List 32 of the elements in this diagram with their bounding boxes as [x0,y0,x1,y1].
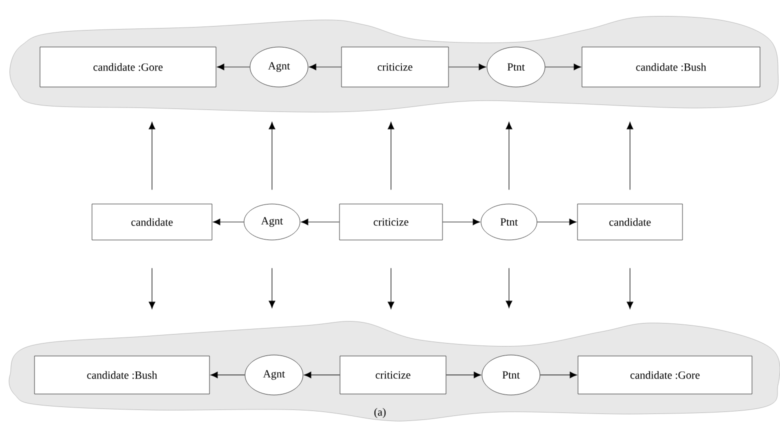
arrow [388,268,394,310]
arrow [388,122,394,190]
arrow [506,268,512,308]
concept-box: candidate :Bush [34,356,210,394]
arrow [506,122,512,190]
arrow [268,122,276,190]
arrow [544,64,582,70]
concept-box: criticize [340,356,446,394]
arrow [308,64,342,70]
arrow [540,372,578,378]
arrow [268,268,276,308]
concept-box: candidate :Gore [578,356,752,394]
concept-box: criticize [341,46,449,88]
concept-box: candidate [92,204,212,240]
arrow [300,218,340,226]
arrow [626,268,634,310]
arrow [446,372,482,378]
arrow [212,218,244,226]
concept-box: candidate :Bush [582,46,760,88]
concept-box: criticize [339,204,443,240]
arrow [216,64,250,70]
arrow [148,268,156,310]
arrow [536,218,577,226]
arrow [442,218,480,226]
concept-box: candidate :Gore [40,46,216,88]
arrow [448,64,486,70]
arrow [210,372,246,378]
arrow [148,122,156,190]
arrow [626,122,634,190]
concept-box: candidate [577,204,683,240]
arrow [304,372,340,378]
caption: (a) [374,408,386,418]
